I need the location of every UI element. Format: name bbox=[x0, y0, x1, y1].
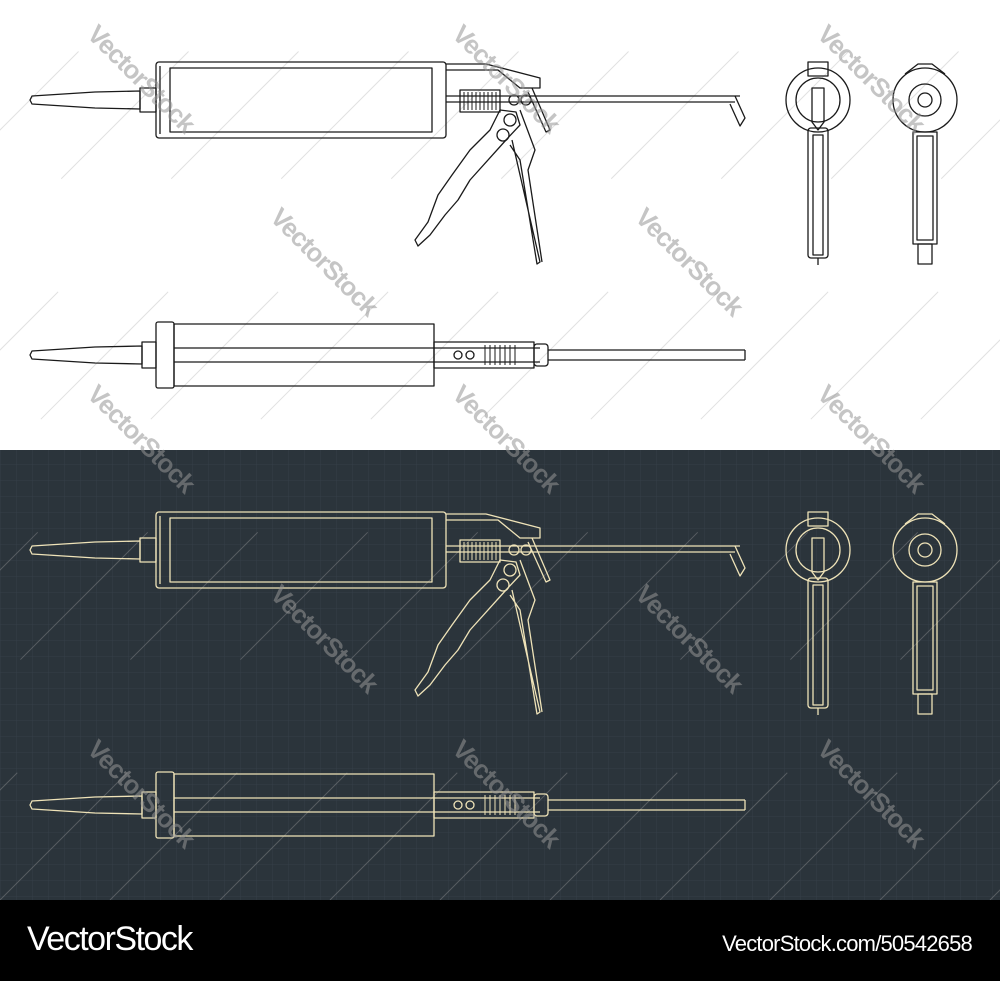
watermark-line bbox=[0, 0, 791, 791]
watermark-line bbox=[0, 0, 901, 900]
watermark-line bbox=[0, 0, 681, 681]
watermark-line bbox=[0, 0, 351, 351]
watermark-line bbox=[0, 0, 241, 241]
footer-url: VectorStock.com/50542658 bbox=[722, 931, 973, 956]
watermark-line bbox=[0, 0, 571, 571]
dark-panel-grid bbox=[0, 450, 1000, 900]
watermark-line bbox=[109, 9, 1000, 900]
footer-brand: VectorStock bbox=[27, 920, 193, 958]
watermark-lines bbox=[0, 0, 1000, 900]
footer-bar: VectorStock VectorStock.com/50542658 bbox=[0, 900, 1000, 981]
light-panel bbox=[0, 0, 1000, 450]
watermark-line bbox=[0, 0, 461, 461]
watermark-line bbox=[219, 119, 1000, 900]
